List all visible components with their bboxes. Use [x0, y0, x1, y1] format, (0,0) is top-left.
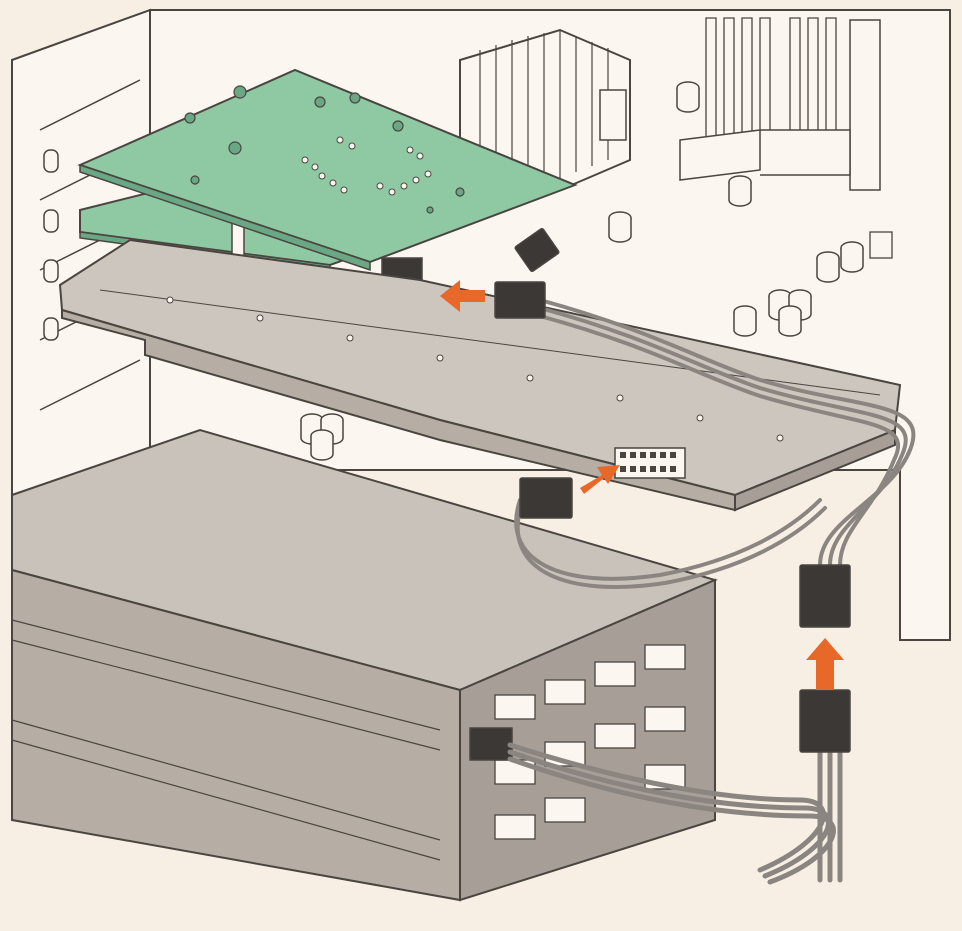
expansion-slot-brackets: [43, 149, 59, 341]
cable-connector-extension-top: [799, 564, 851, 628]
psu-cable-plug: [469, 727, 513, 761]
orange-arrow-icon: [806, 638, 844, 690]
memory-slots: [679, 17, 881, 191]
cable-connectors: [494, 227, 851, 753]
pcie-card-upper: [77, 68, 578, 289]
orange-arrow-icon: [440, 280, 485, 312]
orange-arrow-icon: [580, 465, 620, 494]
psu-modular-sockets: [494, 644, 686, 840]
header-pins: [869, 231, 893, 259]
power-supply: [11, 428, 718, 902]
cpu-heatsink: [459, 28, 631, 192]
cable-connector-gpu: [519, 477, 573, 519]
cable-connector-extension-bottom: [799, 689, 851, 753]
power-cable-bundle: [507, 298, 916, 885]
cable-connector-card: [494, 281, 546, 319]
graphics-card: [58, 238, 902, 512]
